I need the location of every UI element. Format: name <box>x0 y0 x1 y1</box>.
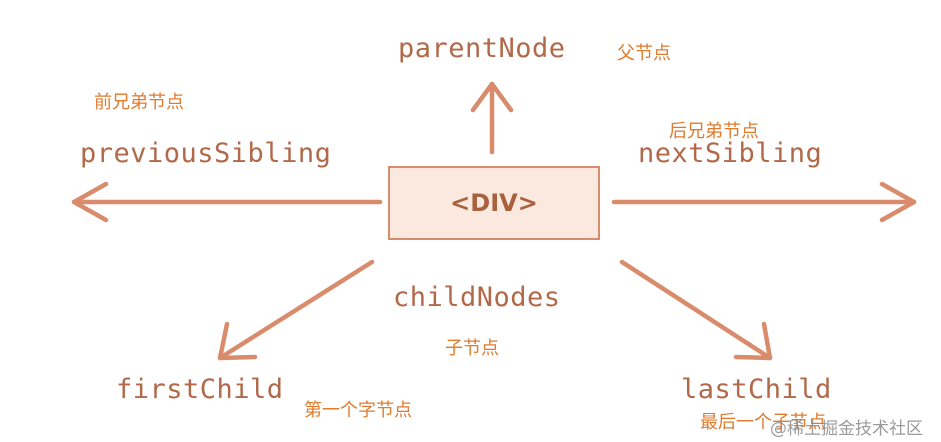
first-child-annotation: 第一个字节点 <box>304 400 412 421</box>
last-child-annotation: 最后一个子节点 <box>700 412 826 433</box>
next-sibling-annotation: 后兄弟节点 <box>669 121 759 142</box>
arrow-last-child <box>619 259 773 361</box>
previous-sibling-label: previousSibling <box>80 138 332 169</box>
parent-node-label: parentNode <box>398 33 566 64</box>
first-child-label: firstChild <box>116 374 284 405</box>
child-nodes-annotation: 子节点 <box>445 338 499 359</box>
div-node-box: <DIV> <box>388 166 600 240</box>
child-nodes-label: childNodes <box>393 282 561 313</box>
watermark: @稀土掘金技术社区 <box>770 419 923 439</box>
previous-sibling-annotation: 前兄弟节点 <box>94 92 184 113</box>
arrow-parent <box>470 81 514 155</box>
div-node-label: <DIV> <box>450 189 538 217</box>
last-child-label: lastChild <box>681 374 832 405</box>
parent-node-annotation: 父节点 <box>617 43 671 64</box>
arrow-first-child <box>217 259 375 361</box>
arrow-next-sibling <box>611 181 917 223</box>
next-sibling-label: nextSibling <box>638 138 823 169</box>
arrow-previous-sibling <box>71 181 383 223</box>
